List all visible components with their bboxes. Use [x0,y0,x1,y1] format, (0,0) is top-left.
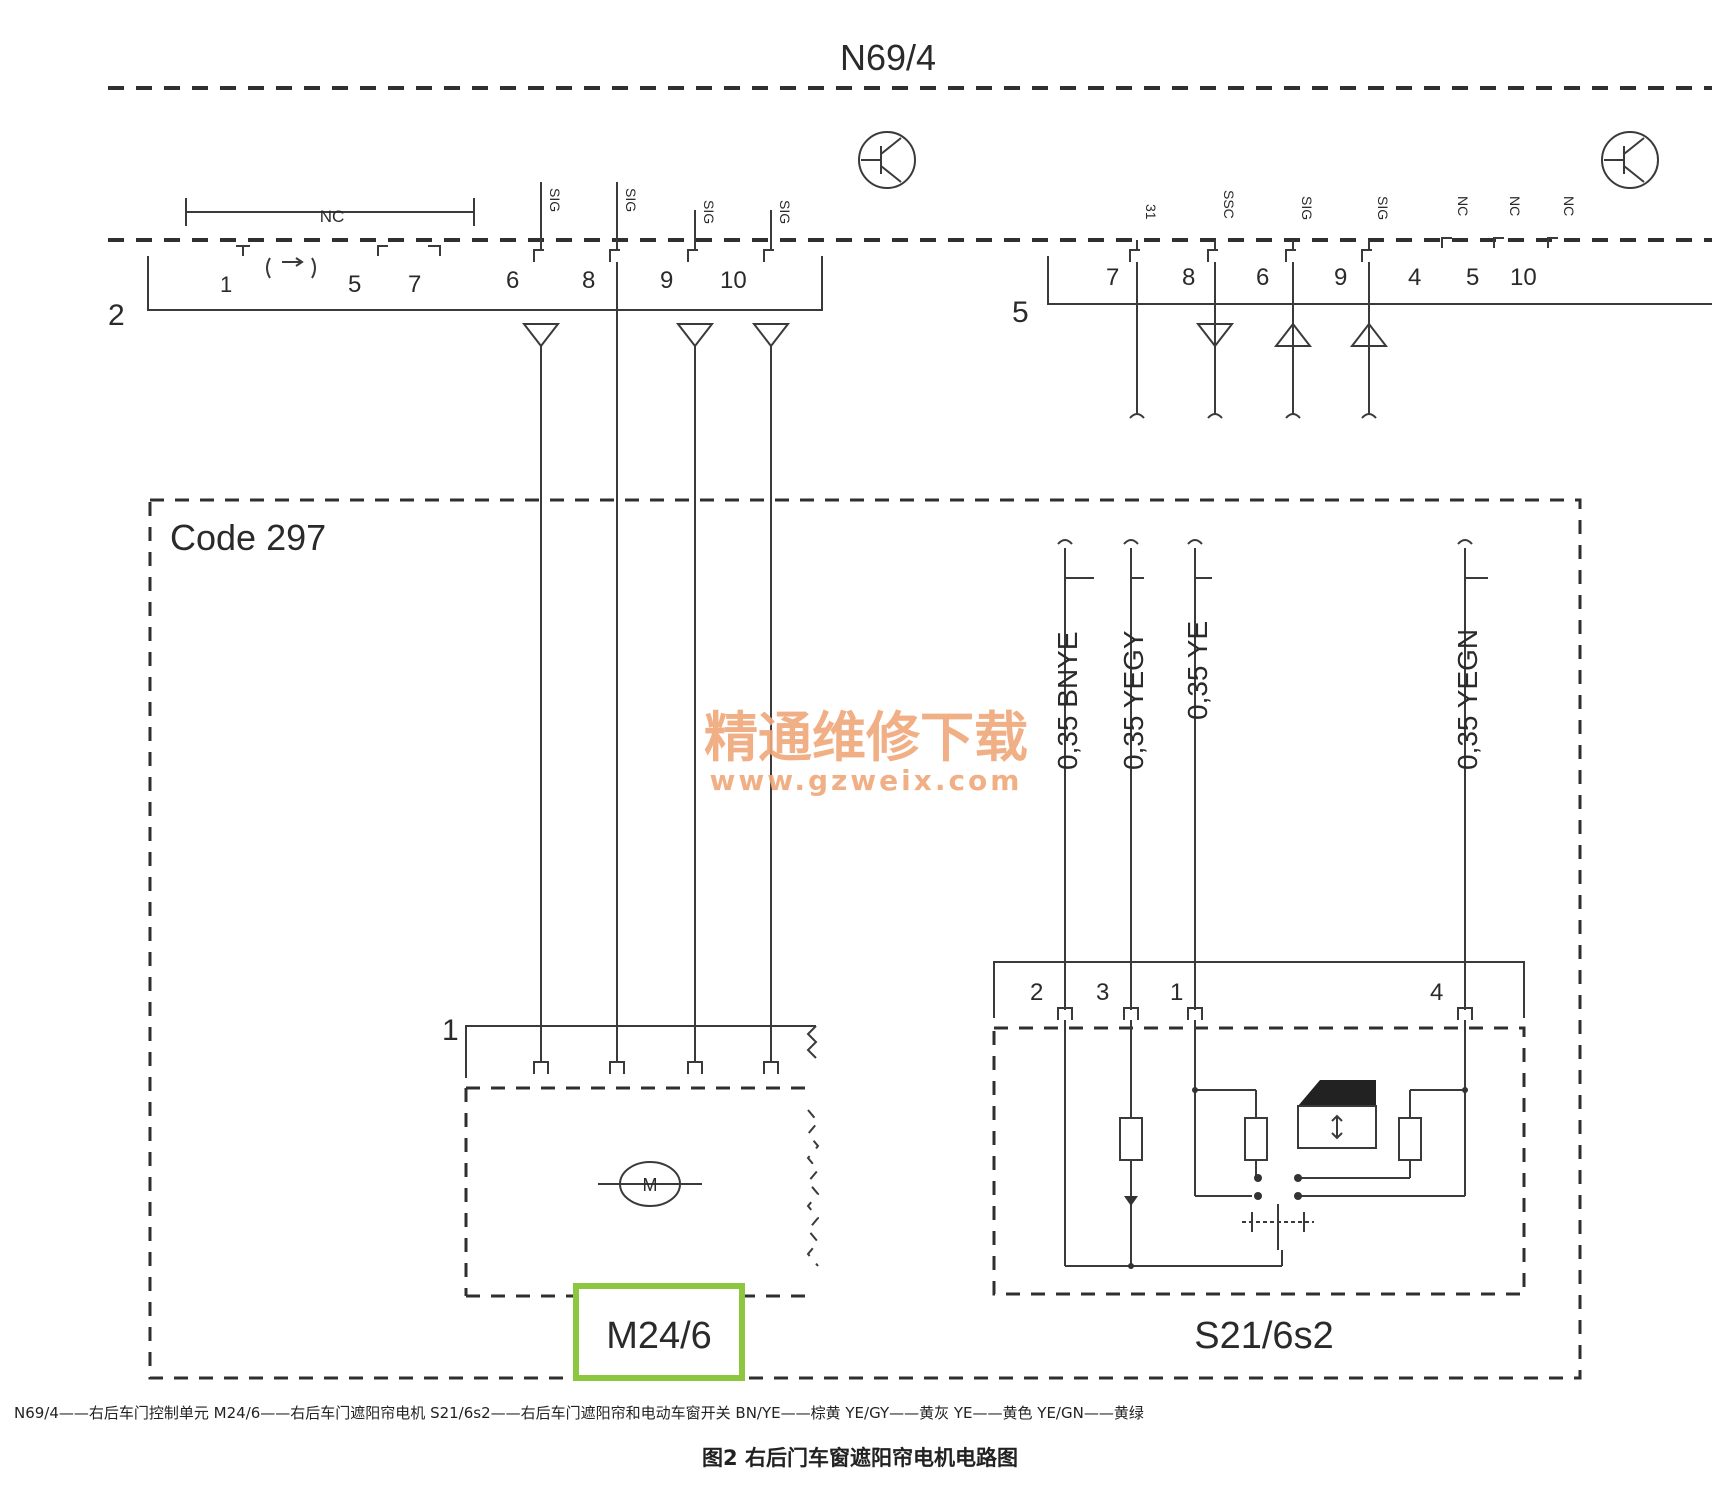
signal-label: SSC [1221,190,1237,219]
pin-label: 4 [1408,264,1421,291]
wire-label: 0,35 YE [1182,621,1213,720]
pin-label: 5 [348,271,361,298]
signal-label: NC [1455,196,1471,216]
pin-label: 2 [1030,979,1043,1006]
pin-label: 9 [660,267,673,294]
signal-label: SIG [623,188,639,212]
signal-label: SIG [701,200,717,224]
pin-label: 8 [582,267,595,294]
wire-label: 0,35 YEGN [1452,629,1483,770]
pin-label: 3 [1096,979,1109,1006]
signal-label: SIG [777,200,793,224]
motor-connector-label: 1 [442,1014,459,1047]
watermark-url: www.gzweix.com [710,764,1023,797]
pin-label: 7 [1106,264,1119,291]
signal-label: NC [1561,196,1577,216]
switch-label: S21/6s2 [1194,1315,1333,1357]
pin-label: 8 [1182,264,1195,291]
window-switch-icon [1297,1080,1377,1149]
pin-label: 1 [220,272,232,297]
connector-5: 5 7 8 6 9 4 5 10 31 SSC SIG SIG NC NC NC [1012,190,1712,419]
pin-label: 6 [506,267,519,294]
transistor-icon [858,131,916,189]
motor-label-highlight [573,1283,745,1381]
signal-label: SIG [1299,196,1315,220]
pin-label: 1 [1170,979,1183,1006]
connector-5-label: 5 [1012,296,1029,329]
pin-label: 10 [720,267,747,294]
nc-label: NC [320,207,345,226]
pin-label: 10 [1510,264,1537,291]
watermark-cn: 精通维修下载 [704,706,1028,769]
signal-label: 31 [1143,204,1159,220]
connector-2-label: 2 [108,299,125,332]
pin-label: 7 [408,271,421,298]
motor-icon: M [598,1161,702,1207]
motor-symbol: M [643,1175,658,1195]
pin-label: 9 [1334,264,1347,291]
signal-label: NC [1507,196,1523,216]
switch-wires: 0,35 BNYE 0,35 YEGY 0,35 YE 0,35 YEGN [1052,539,1488,1010]
figure-caption: N69/4——右后车门控制单元 M24/6——右后车门遮阳帘电机 S21/6s2… [14,1404,1144,1422]
signal-label: SIG [1375,196,1391,220]
signal-label: SIG [547,188,563,212]
module-label-n69-4: N69/4 [840,37,936,78]
wire-label: 0,35 BNYE [1052,631,1083,770]
transistor-icon [1601,131,1659,189]
pin-label: 6 [1256,264,1269,291]
motor-wires [540,262,772,1058]
pin-label: 5 [1466,264,1479,291]
pin-label: 4 [1430,979,1443,1006]
switch-s21-6s2: 2 3 1 4 [992,961,1526,1357]
code-297-boundary [148,498,1582,1380]
code-label: Code 297 [170,517,326,558]
connector-2: 2 NC 1 5 7 6 8 9 10 SIG SIG SIG SIG [108,182,823,348]
wire-label: 0,35 YEGY [1118,630,1149,770]
motor-label: M24/6 [606,1315,712,1357]
figure-title: 图2 右后门车窗遮阳帘电机电路图 [702,1446,1018,1470]
motor-m24-6: 1 M M24/6 [442,1014,820,1381]
